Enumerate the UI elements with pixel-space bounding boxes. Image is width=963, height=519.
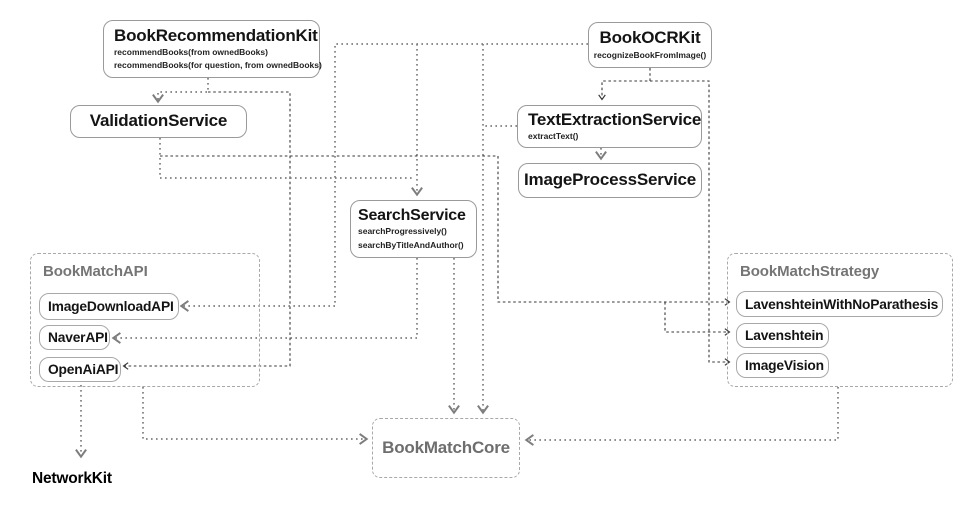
node-title: ValidationService [89,111,228,131]
chip-lavenshtein: Lavenshtein [736,323,829,348]
node-method: searchProgressively() [358,226,447,237]
node-title: SearchService [358,207,466,225]
chip-open-ai-api: OpenAiAPI [39,357,121,382]
edge-validation-to-lavenshtein [664,302,731,336]
node-method: recommendBooks(for question, from ownedB… [114,60,322,71]
edge-search-to-naver [111,258,418,344]
node-title: BookOCRKit [599,28,701,48]
chip-image-download-api: ImageDownloadAPI [39,293,179,320]
node-method: recommendBooks(from ownedBooks) [114,47,268,58]
edge-validation-to-lavenshtein-np [160,155,731,306]
node-book-recommendation-kit: BookRecommendationKit recommendBooks(fro… [103,20,322,78]
node-image-process-service: ImageProcessService [518,163,702,198]
node-book-ocr-kit: BookOCRKit recognizeBookFromImage() [588,22,712,68]
container-book-match-strategy: BookMatchStrategy LavenshteinWithNoParat… [727,253,953,387]
edge-ocr-to-imagedownload [179,43,588,312]
chip-naver-api: NaverAPI [39,325,110,350]
node-title: BookRecommendationKit [114,25,318,45]
container-book-match-core: BookMatchCore [372,418,520,478]
node-title: ImageProcessService [524,170,696,190]
edge-ocr-to-textextraction [598,68,651,101]
node-text-extraction-service: TextExtractionService extractText() [517,105,702,148]
node-network-kit: NetworkKit [32,470,112,487]
container-book-match-api: BookMatchAPI ImageDownloadAPI NaverAPI O… [30,253,260,387]
node-title: TextExtractionService [528,109,702,129]
container-title: BookMatchCore [382,438,510,457]
node-validation-service: ValidationService [70,105,247,138]
edge-strategy-to-core [524,387,839,446]
node-search-service: SearchService searchProgressively() sear… [350,200,477,258]
edge-brk-to-openai [122,91,291,370]
node-method: searchByTitleAndAuthor() [358,239,464,250]
chip-lavenshtein-with-no-parathesis: LavenshteinWithNoParathesis [736,291,943,317]
edge-ocr-to-imagevision [650,80,731,366]
node-method: extractText() [528,131,579,142]
edge-validation-to-search [159,138,415,179]
chip-image-vision: ImageVision [736,353,829,378]
container-title: BookMatchAPI [43,263,148,280]
container-title: BookMatchStrategy [740,263,880,280]
node-method: recognizeBookFromImage() [593,49,707,60]
edge-api-to-core [142,387,369,445]
edge-brk-to-validation [152,78,209,104]
